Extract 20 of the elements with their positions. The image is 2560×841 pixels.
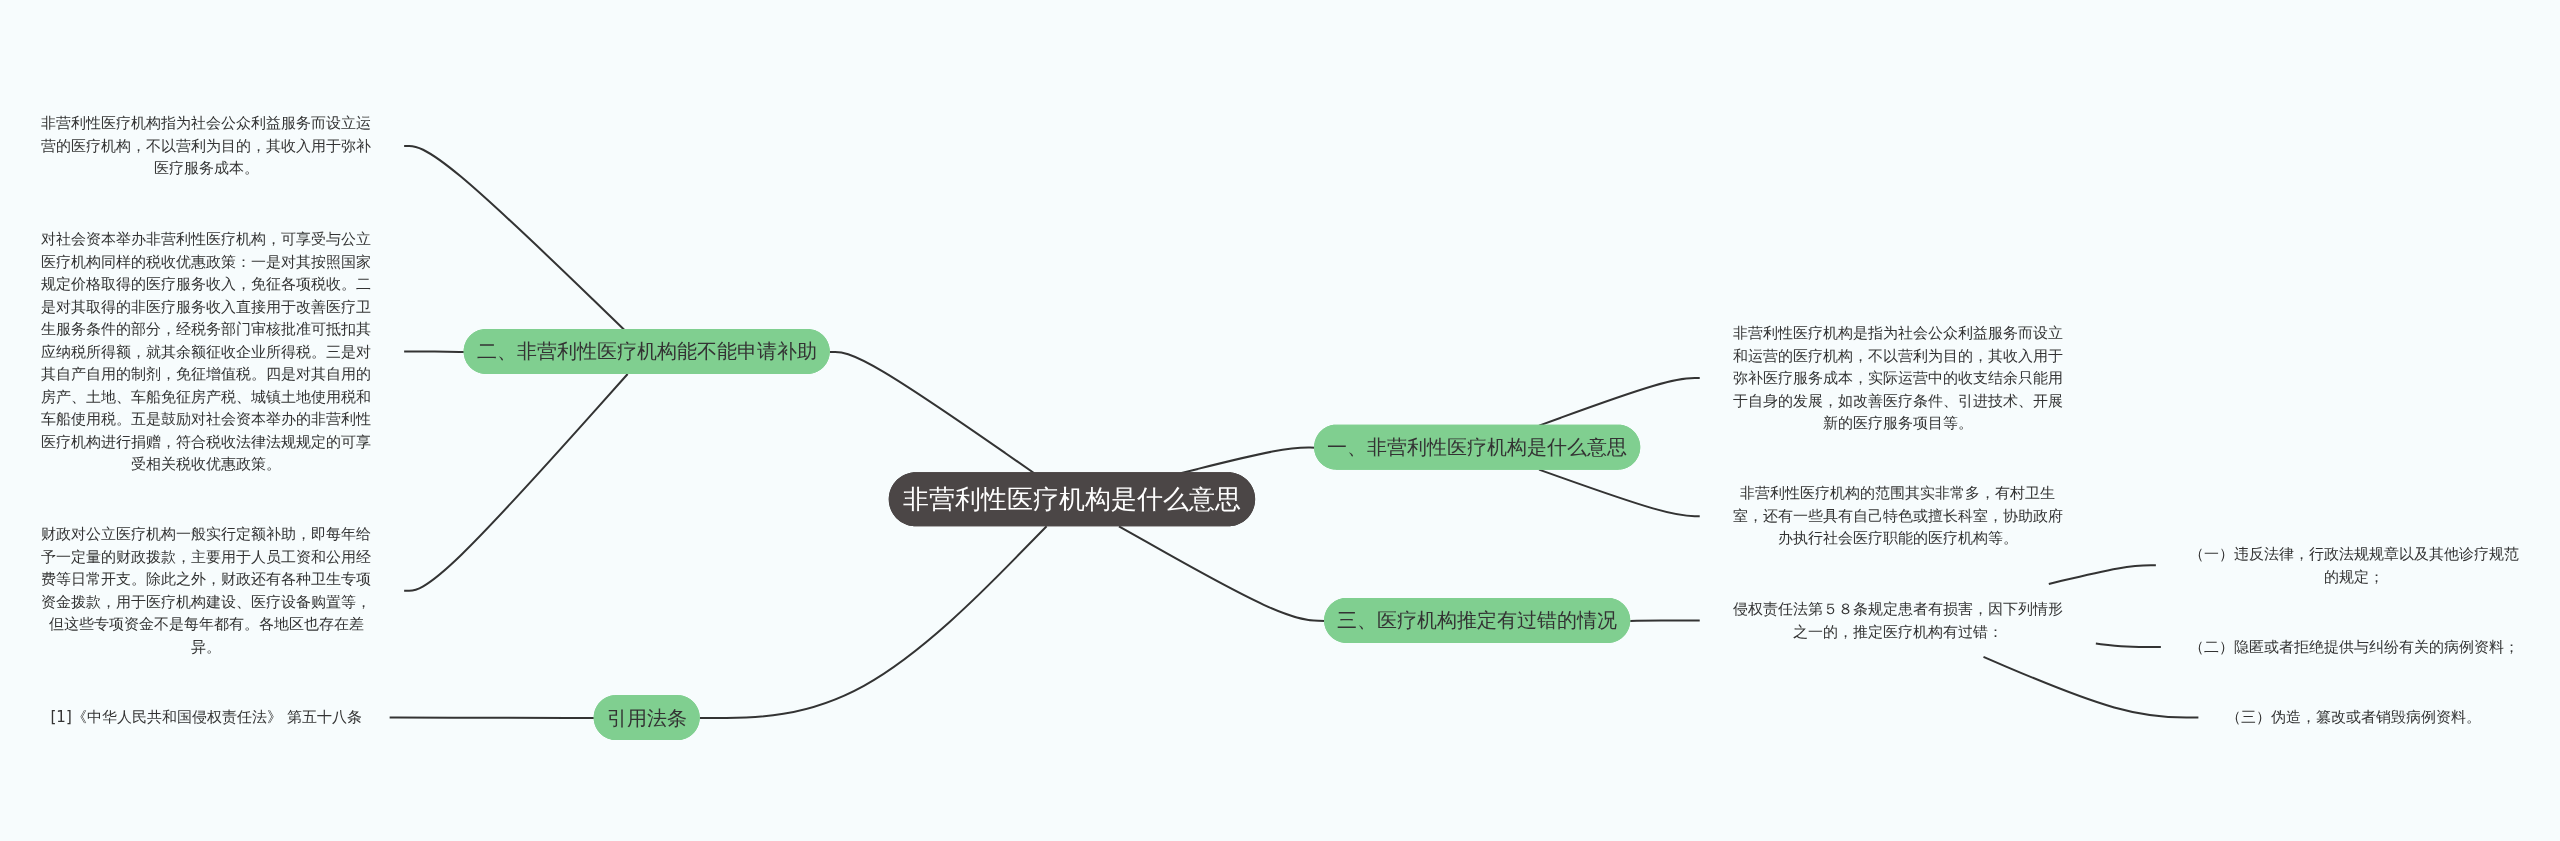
node-text: （三）伪造，篡改或者销毁病例资料。 <box>2226 708 2482 727</box>
connector <box>403 373 629 592</box>
node-text: 非营利性医疗机构是指为社会公众利益服务而设立和运营的医疗机构，不以营利为目的，其收入用于弥补医疗服务成本，实际运营中的收支结余只能用于自身的发展，如改善医疗条件、引进技术、开展新的医疗服务项目等。 <box>1732 323 2063 432</box>
connector <box>2047 564 2157 585</box>
node-text: 侵权责任法第５８条规定患者有损害，因下列情形之一的，推定医疗机构有过错： <box>1732 599 2063 641</box>
connector <box>2094 642 2162 649</box>
node-text: 非营利性医疗机构的范围其实非常多，有村卫生室，还有一些具有自己特色或擅长科室，协助政府办执行社会医疗职能的医疗机构等。 <box>1732 484 2063 548</box>
connector <box>403 144 626 331</box>
connector <box>1629 619 1701 622</box>
node-text: 非营利性医疗机构指为社会公众利益服务而设立运营的医疗机构，不以营利为目的，其收入用于弥补医疗服务成本。 <box>41 114 372 178</box>
node-text: 对社会资本举办非营利性医疗机构，可享受与公立医疗机构同样的税收优惠政策：一是对其按照国家规定价格取得的医疗服务收入，免征各项税收。二是对其取得的非医疗服务收入直接用于改善医疗卫生服务条件的部分，经税务部门审核批准可抵扣其应纳税所得额，就其余额征收企业所得税。三是对其自产自用的制剂，免征增值税。四是对其自用的房产、土地、车船免征房产税、城镇土地使用税和车船使用税。五是鼓励对社会资本举办的非营利性医疗机构进行捐赠，符合税收法律法规规定的可享受相关税收优惠政策。 <box>41 229 372 473</box>
connector <box>1982 655 2200 719</box>
connector <box>403 350 466 353</box>
connector <box>698 525 1048 720</box>
node-text: [1]《中华人民共和国侵权责任法》 第五十八条 <box>50 708 362 727</box>
connector <box>388 716 596 720</box>
node-text: （一）违反法律，行政法规规章以及其他诊疗规范的规定； <box>2188 544 2519 586</box>
connector <box>1538 468 1701 518</box>
node-text: （二）隐匿或者拒绝提供与纠纷有关的病例资料； <box>2188 637 2519 656</box>
node-text: 财政对公立医疗机构一般实行定额补助，即每年给予一定量的财政拨款，主要用于人员工资和公用经费等日常开支。除此之外，财政还有各种卫生专项资金拨款，用于医疗机构建设、医疗设备购置等，但这些专项资金不是每年都有。各地区也存在差异。 <box>41 525 372 656</box>
